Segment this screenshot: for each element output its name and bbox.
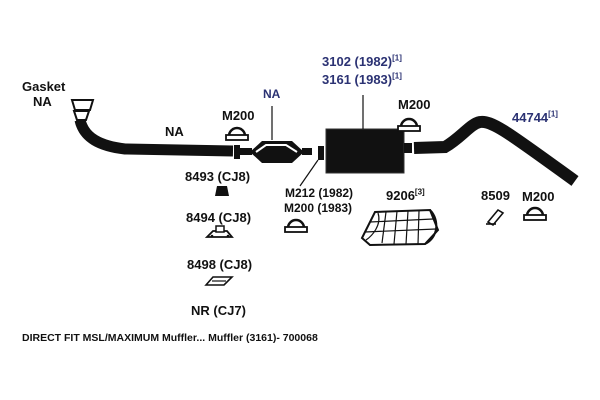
tailpipe-part-text: 44744 [512, 110, 549, 125]
hanger-8493-icon [215, 186, 229, 196]
muffler-inlet-sleeve [318, 146, 324, 160]
heat-shield-icon [360, 208, 440, 247]
clamp-m200-far-icon [523, 206, 547, 221]
hanger-8498-icon [204, 276, 234, 286]
clamp-leader-line [299, 159, 319, 187]
hanger-8493-label: 8493 (CJ8) [185, 169, 251, 184]
hanger-8498-label: 8498 (CJ8) [187, 257, 253, 272]
hanger-8509-icon [486, 208, 505, 227]
muffler [325, 128, 412, 174]
clamp-m200-left-label: M200 [222, 108, 255, 123]
hanger-8494-icon [204, 225, 234, 238]
converter-na-label: NA [263, 87, 281, 101]
clamp-m200-1983-label: M200 (1983) [284, 201, 353, 215]
diagram-caption: DIRECT FIT MSL/MAXIMUM Muffler... Muffle… [22, 332, 318, 344]
tailpipe-part-label: 44744[1] [512, 109, 558, 125]
clamp-m200-far-label: M200 [522, 189, 555, 204]
clamp-m200-right-icon [397, 117, 421, 132]
hanger-8494-label: 8494 (CJ8) [186, 210, 252, 225]
muffler-part-1982-text: 3102 (1982) [322, 54, 393, 69]
muffler-part-1983-note: [1] [392, 71, 402, 81]
muffler-part-1982-note: [1] [392, 53, 402, 63]
heat-shield-note: [3] [414, 187, 425, 197]
clamp-m212-label: M212 (1982) [285, 186, 354, 200]
manifold-flange-icon [70, 99, 95, 121]
heat-shield-label: 9206[3] [386, 187, 425, 203]
clamp-m200-right-label: M200 [398, 97, 431, 112]
heat-shield-text: 9206 [386, 188, 415, 203]
tailpipe [413, 115, 579, 186]
gasket-na-label: NA [33, 94, 52, 109]
clamp-m212-icon [284, 218, 308, 233]
pipe-coupling [234, 145, 240, 159]
muffler-part-1983-text: 3161 (1983) [322, 72, 393, 87]
hanger-8509-label: 8509 [481, 188, 510, 203]
gasket-label: Gasket [22, 79, 66, 94]
nr-cj7-label: NR (CJ7) [191, 303, 246, 318]
pipe-na-label: NA [165, 124, 184, 139]
catalytic-converter [240, 141, 312, 163]
muffler-part-1982: 3102 (1982)[1] [322, 53, 402, 69]
front-pipe [74, 118, 234, 157]
muffler-part-1983: 3161 (1983)[1] [322, 71, 402, 87]
clamp-m200-left-icon [225, 126, 249, 141]
tailpipe-part-note: [1] [548, 109, 558, 119]
